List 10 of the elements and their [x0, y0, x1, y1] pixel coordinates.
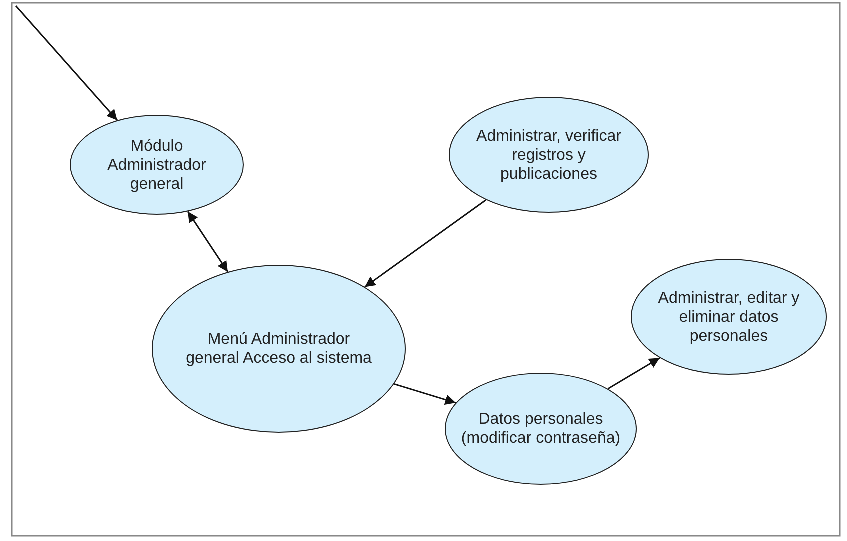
- arrow: [608, 358, 660, 390]
- arrow: [15, 6, 118, 121]
- arrow: [394, 384, 456, 405]
- node-label: Datos personales (modificar contraseña): [461, 410, 621, 448]
- arrow: [364, 200, 487, 288]
- node-label: Menú Administrador general Acceso al sistema: [185, 330, 373, 368]
- node-label: Administrar, verificar registros y publicaciones: [476, 126, 622, 184]
- node-label: Administrar, editar y eliminar datos personales: [657, 288, 801, 346]
- node-label: Módulo Administrador general: [106, 136, 208, 194]
- arrow: [187, 211, 229, 272]
